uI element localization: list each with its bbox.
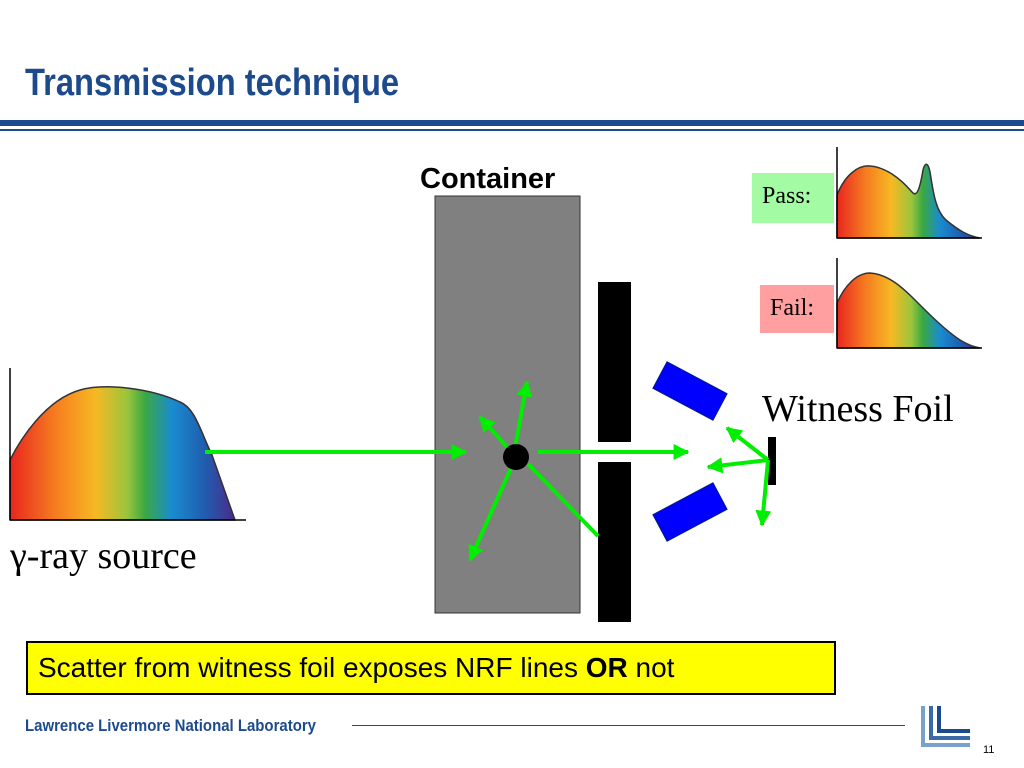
footer-lab-name: Lawrence Livermore National Laboratory: [25, 716, 316, 735]
callout-box: Scatter from witness foil exposes NRF li…: [26, 641, 836, 695]
pass-label: Pass:: [752, 173, 834, 223]
foil-scatter-arrow-left: [706, 457, 769, 474]
shield-upper: [598, 282, 631, 442]
gamma-source-label: γ-ray source: [10, 535, 197, 577]
callout-text: Scatter from witness foil exposes NRF li…: [38, 652, 586, 683]
detector-lower: [652, 482, 728, 542]
scatter-arrow-upleft: [478, 415, 510, 450]
interaction-point: [503, 444, 529, 470]
container-block: [434, 195, 581, 614]
title-rule: [0, 120, 1024, 126]
witness-foil-label: Witness Foil: [762, 388, 954, 430]
pass-spectrum: [836, 147, 982, 239]
scatter-arrow-downleft: [468, 465, 514, 562]
footer-divider: [352, 725, 905, 726]
scatter-arrow-up: [513, 380, 533, 449]
shield-lower: [598, 462, 631, 622]
detector-upper: [652, 361, 728, 421]
gamma-rays: [205, 380, 772, 562]
source-spectrum: [9, 368, 246, 521]
container-label: Container: [420, 163, 556, 195]
scatter-line-downright: [526, 462, 600, 538]
slide-title: Transmission technique: [25, 62, 400, 104]
callout-emphasis: OR: [585, 652, 628, 683]
fail-spectrum: [836, 258, 982, 349]
page-number: 11: [983, 744, 995, 756]
witness-foil: [768, 437, 776, 485]
fail-label: Fail:: [760, 285, 834, 333]
foil-scatter-arrow-down: [755, 459, 772, 527]
callout-text-end: not: [627, 652, 675, 683]
title-rule-thin: [0, 129, 1024, 131]
llnl-logo: [921, 706, 970, 747]
foil-scatter-arrow-up: [725, 426, 770, 462]
